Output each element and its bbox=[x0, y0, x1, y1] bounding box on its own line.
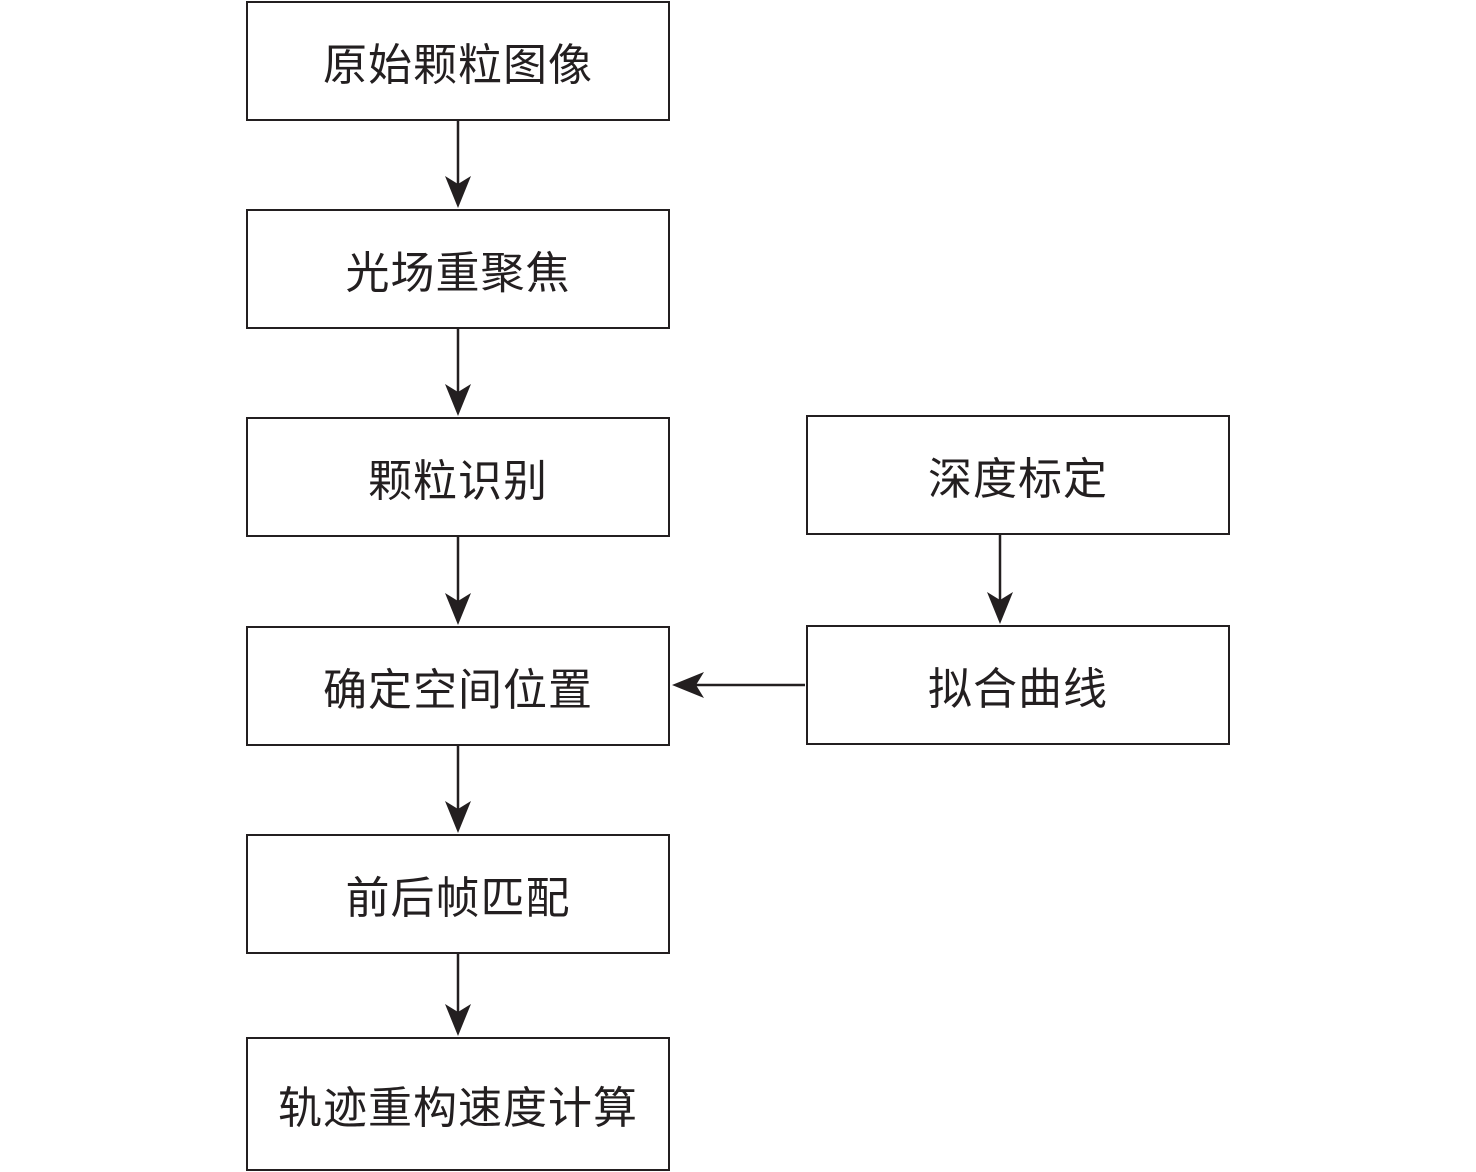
arrow-matching-to-trajectory bbox=[445, 954, 471, 1036]
node-spatial-position: 确定空间位置 bbox=[246, 626, 670, 746]
node-label: 原始颗粒图像 bbox=[323, 40, 593, 91]
arrow-refocus-to-recognition bbox=[445, 329, 471, 416]
node-particle-recognition: 颗粒识别 bbox=[246, 417, 670, 537]
node-label: 前后帧匹配 bbox=[345, 873, 571, 924]
node-label: 深度标定 bbox=[928, 454, 1108, 505]
node-label: 光场重聚焦 bbox=[345, 248, 571, 299]
node-trajectory-velocity: 轨迹重构速度计算 bbox=[246, 1037, 670, 1171]
node-label: 拟合曲线 bbox=[928, 664, 1108, 715]
node-label: 颗粒识别 bbox=[368, 456, 548, 507]
arrow-recognition-to-position bbox=[445, 537, 471, 625]
arrow-raw-to-refocus bbox=[445, 121, 471, 208]
node-frame-matching: 前后帧匹配 bbox=[246, 834, 670, 954]
node-raw-particle-image: 原始颗粒图像 bbox=[246, 1, 670, 121]
node-label: 确定空间位置 bbox=[323, 665, 593, 716]
node-curve-fitting: 拟合曲线 bbox=[806, 625, 1230, 745]
node-label: 轨迹重构速度计算 bbox=[278, 1083, 638, 1134]
arrow-position-to-matching bbox=[445, 746, 471, 833]
node-depth-calibration: 深度标定 bbox=[806, 415, 1230, 535]
arrow-fitting-to-position bbox=[672, 672, 805, 698]
node-light-field-refocus: 光场重聚焦 bbox=[246, 209, 670, 329]
arrow-calibration-to-fitting bbox=[987, 535, 1013, 624]
